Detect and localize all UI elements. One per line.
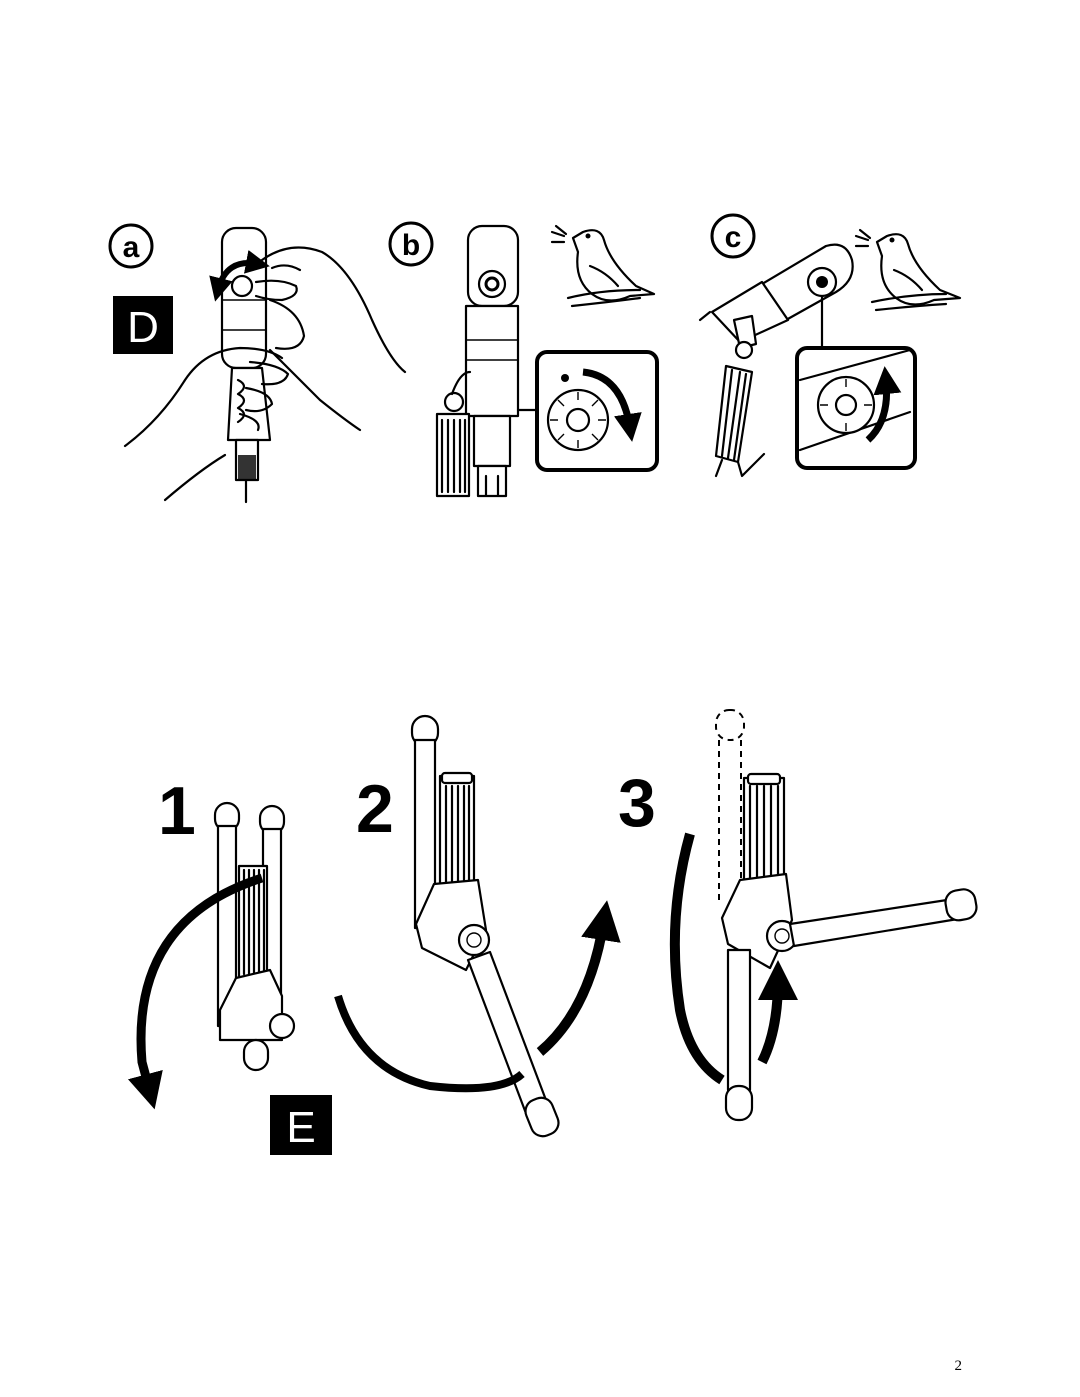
step-number-1: 1	[158, 773, 196, 849]
panel-a-label: a	[108, 223, 154, 269]
section-box-d: D	[113, 296, 173, 354]
panel-label-b: b	[402, 229, 420, 262]
step-number-3: 3	[618, 765, 656, 841]
step-3-extended-stand	[669, 709, 978, 1122]
bird-icon-b	[550, 224, 656, 308]
step-1-folded-stand	[127, 801, 296, 1110]
section-letter-e: E	[286, 1103, 315, 1152]
panel-b-label: b	[388, 221, 434, 267]
page-number: 2	[954, 1358, 963, 1374]
bird-icon-c	[854, 228, 962, 312]
figure-d: D a	[108, 213, 962, 504]
panel-b-unit-illustration	[435, 224, 659, 498]
panel-label-c: c	[725, 221, 742, 254]
panel-c-unit-illustration	[698, 228, 962, 478]
panel-c-label: c	[710, 213, 756, 259]
section-box-e: E	[270, 1095, 332, 1155]
section-letter-d: D	[127, 303, 159, 352]
step-2-unfolding-stand	[334, 714, 621, 1138]
panel-a-hands-illustration	[123, 226, 407, 504]
figure-e: 1 2 3 E	[127, 709, 978, 1155]
step-number-2: 2	[356, 771, 394, 847]
panel-label-a: a	[123, 231, 140, 264]
